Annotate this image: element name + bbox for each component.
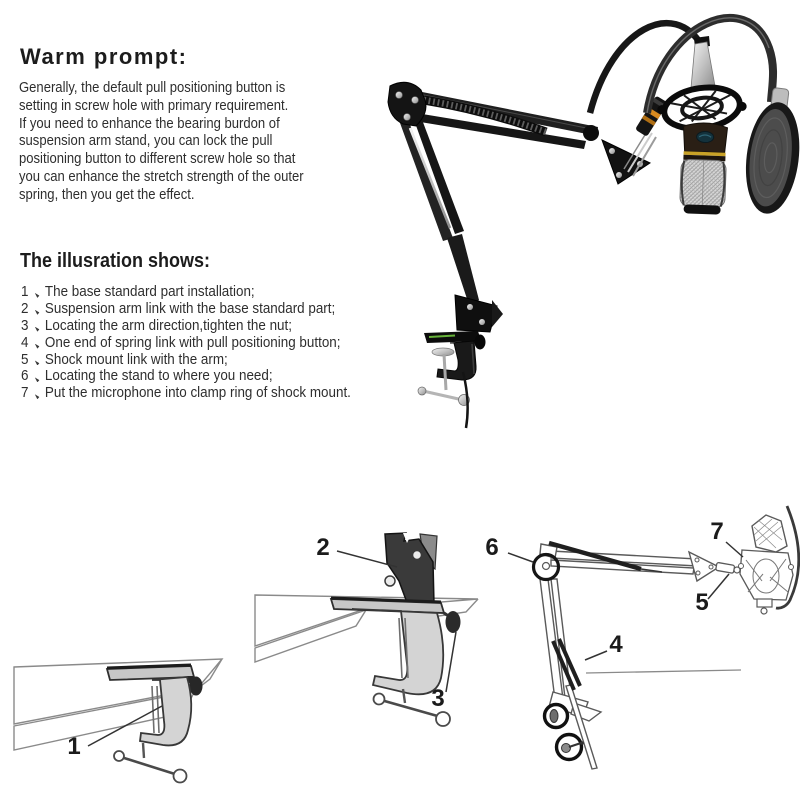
step-number: 3 — [21, 317, 29, 334]
microphone — [657, 36, 747, 215]
step-number: 7 — [21, 385, 29, 402]
diagram-microphone — [738, 505, 800, 615]
paragraph-line: spring, then you get the effect. — [19, 185, 195, 203]
warm-prompt-paragraph: Generally, the default pull positioning … — [19, 79, 304, 204]
installation-diagram — [13, 505, 800, 784]
ideographic-comma — [33, 318, 45, 335]
ideographic-comma — [33, 385, 45, 402]
step-text: Suspension arm link with the base standa… — [44, 300, 336, 317]
step-text: The base standard part installation; — [44, 284, 255, 300]
ideographic-comma — [33, 284, 45, 301]
illustration-step: 1 The base standard part installation; — [21, 284, 351, 301]
paragraph-line: you can enhance the stretch strength of … — [19, 167, 304, 185]
paragraph-line: If you need to enhance the bearing burdo… — [19, 114, 280, 132]
pop-filter — [745, 87, 800, 214]
illustration-step: 5 Shock mount link with the arm; — [21, 352, 351, 369]
illustration-step: 4 One end of spring link with pull positi… — [21, 335, 351, 352]
step-text: Locating the stand to where you need; — [44, 368, 273, 385]
diagram-step4-7-assembled-arm — [507, 505, 800, 770]
step-text: Shock mount link with the arm; — [44, 351, 228, 368]
step-number: 1 — [21, 284, 29, 300]
diagram-callout-6: 6 — [485, 534, 499, 561]
product-photo-illustration — [387, 14, 800, 429]
diagram-step1-base-clamp — [13, 658, 224, 784]
diagram-callout-7: 7 — [710, 518, 724, 545]
paragraph-line: positioning button to different screw ho… — [19, 150, 296, 168]
paragraph-line: setting in screw hole with primary requi… — [19, 96, 289, 114]
diagram-callout-4: 4 — [609, 631, 623, 658]
ideographic-comma — [33, 368, 45, 385]
illustration-step: 6 Locating the stand to where you need; — [21, 368, 351, 385]
illustration-step: 3 Locating the arm direction,tighten the … — [21, 318, 351, 335]
paragraph-line: suspension arm stand, you can lock the p… — [19, 132, 273, 150]
step-text: One end of spring link with pull positio… — [44, 334, 341, 351]
paragraph-line: Generally, the default pull positioning … — [19, 79, 286, 96]
warm-prompt-title: Warm prompt: — [20, 44, 188, 69]
step-number: 2 — [21, 300, 29, 317]
step-number: 6 — [21, 368, 29, 385]
step-text: Locating the arm direction,tighten the n… — [44, 317, 292, 334]
diagram-callout-3: 3 — [431, 685, 445, 712]
diagram-step2-3-arm-base — [254, 532, 479, 727]
ideographic-comma — [33, 301, 45, 318]
diagram-callout-5: 5 — [695, 589, 709, 616]
cables — [586, 14, 777, 114]
step-number: 5 — [21, 351, 29, 368]
ideographic-comma — [33, 352, 45, 369]
diagram-callout-2: 2 — [316, 534, 330, 561]
illustration-step: 7 Put the microphone into clamp ring of s… — [21, 385, 351, 402]
diagram-callout-1: 1 — [67, 733, 81, 760]
step-number: 4 — [21, 334, 29, 351]
desk-clamp — [417, 234, 503, 429]
ideographic-comma — [33, 335, 45, 352]
scissor-arm — [387, 81, 657, 241]
step-text: Put the microphone into clamp ring of sh… — [44, 385, 351, 402]
illustration-title: The illusration shows: — [20, 250, 211, 272]
illustration-step: 2 Suspension arm link with the base stand… — [21, 301, 351, 318]
